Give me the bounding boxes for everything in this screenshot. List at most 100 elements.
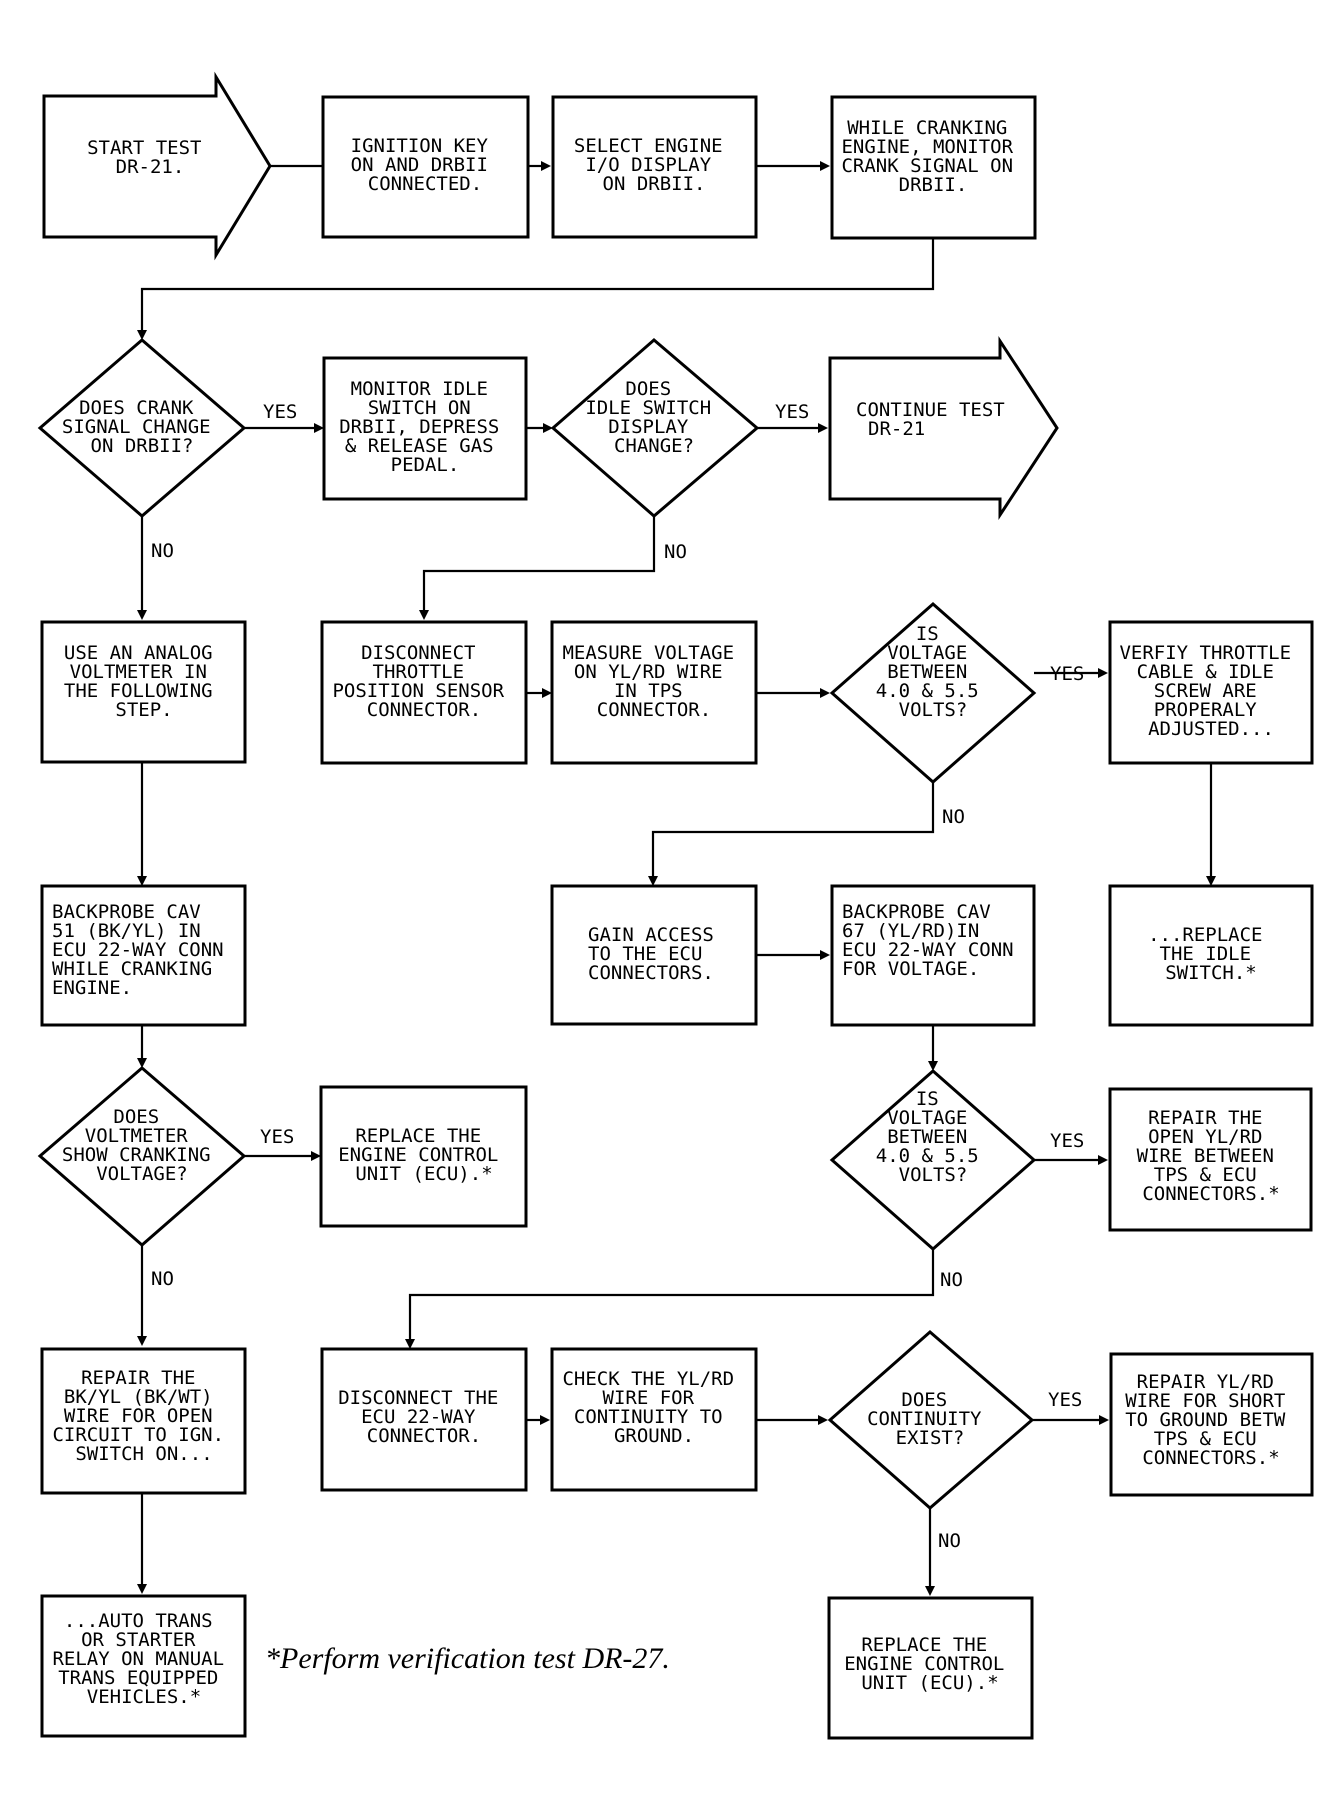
edge-label-voltmeter-no: NO [151, 1268, 174, 1290]
node-text: START TEST DR-21. IGNITION KEY ON AND DR… [52, 117, 1302, 1708]
check-continuity-box [550, 1347, 758, 1492]
repair-bkyl-box [40, 1347, 247, 1495]
edge-label-continuity-yes: YES [1048, 1389, 1082, 1411]
arrowhead [137, 1336, 147, 1346]
ignition-key-text: IGNITION KEY ON AND DRBII CONNECTED. [351, 135, 500, 195]
arrowhead [820, 688, 830, 698]
arrowhead [137, 330, 147, 340]
continuity-decision [827, 1330, 1035, 1510]
arrowhead [542, 688, 552, 698]
arrowhead [137, 610, 147, 620]
edge-label-crank-no: NO [151, 540, 174, 562]
voltage-decision-1 [829, 602, 1037, 784]
disconnect-ecu-text: DISCONNECT THE ECU 22-WAY CONNECTOR. [338, 1387, 510, 1447]
backprobe-51-text: BACKPROBE CAV 51 (BK/YL) IN ECU 22-WAY C… [52, 901, 235, 999]
voltmeter-decision [37, 1066, 247, 1247]
edge-cranking-to-q-crank [140, 238, 935, 330]
auto-trans-box [40, 1594, 247, 1738]
verify-throttle-text: VERFIY THROTTLE CABLE & IDLE SCREW ARE P… [1119, 642, 1302, 740]
idle-switch-text: DOES IDLE SWITCH DISPLAY CHANGE? [585, 378, 722, 457]
arrowhead [818, 1415, 828, 1425]
select-engine-text: SELECT ENGINE I/O DISPLAY ON DRBII. [574, 135, 734, 195]
edge-label-voltage2-no: NO [940, 1269, 963, 1291]
backprobe-67-box [830, 884, 1036, 1027]
disconnect-ecu-box [320, 1347, 528, 1492]
verification-footnote: *Perform verification test DR-27. [265, 1642, 670, 1675]
arrowhead [1098, 668, 1108, 678]
edge-label-continuity-no: NO [938, 1530, 961, 1552]
disconnect-tps-box [320, 620, 528, 765]
measure-voltage-text: MEASURE VOLTAGE ON YL/RD WIRE IN TPS CON… [562, 642, 745, 721]
while-cranking-box [830, 95, 1037, 240]
replace-ecu-2-text: REPLACE THE ENGINE CONTROL UNIT (ECU).* [844, 1634, 1016, 1694]
continue-test-text: CONTINUE TEST DR-21 [856, 399, 1016, 440]
arrowhead [419, 610, 429, 620]
edge-label-voltmeter-yes: YES [260, 1126, 294, 1148]
voltmeter-decision-text: DOES VOLTMETER SHOW CRANKING VOLTAGE? [62, 1106, 222, 1185]
ignition-key-box [321, 95, 530, 239]
shapes [37, 71, 1314, 1740]
edge-label-voltage1-yes: YES [1050, 663, 1084, 685]
crank-signal-text: DOES CRANK SIGNAL CHANGE ON DRBII? [62, 397, 222, 457]
monitor-idle-box [322, 356, 528, 501]
repair-open-text: REPAIR THE OPEN YL/RD WIRE BETWEEN TPS &… [1137, 1107, 1286, 1205]
arrowhead [137, 876, 147, 886]
voltage-decision-2-text: IS VOLTAGE BETWEEN 4.0 & 5.5 VOLTS? [876, 1088, 990, 1186]
arrowhead [1099, 1415, 1109, 1425]
arrowhead [820, 161, 830, 171]
edge-label-voltage2-yes: YES [1050, 1130, 1084, 1152]
arrowhead [311, 1151, 321, 1161]
arrowhead [405, 1339, 415, 1349]
replace-ecu-box-2 [827, 1596, 1034, 1740]
connectors [137, 161, 1216, 1596]
replace-ecu-1-text: REPLACE THE ENGINE CONTROL UNIT (ECU).* [338, 1125, 510, 1185]
replace-ecu-box-1 [319, 1085, 528, 1228]
gain-access-text: GAIN ACCESS TO THE ECU CONNECTORS. [588, 924, 725, 984]
arrowhead [1206, 876, 1216, 886]
continue-test-arrow [828, 335, 1059, 521]
verify-throttle-box [1108, 620, 1314, 765]
repair-short-box [1109, 1352, 1314, 1497]
select-engine-box [551, 95, 758, 239]
measure-voltage-box [550, 620, 758, 765]
edge-label-crank-yes: YES [263, 401, 297, 423]
repair-open-box [1108, 1087, 1313, 1232]
start-test-text: START TEST DR-21. [87, 137, 213, 178]
replace-idle-text: ...REPLACE THE IDLE SWITCH.* [1148, 924, 1274, 984]
auto-trans-text: ...AUTO TRANS OR STARTER RELAY ON MANUAL… [52, 1610, 235, 1708]
arrowhead [540, 1415, 550, 1425]
arrowhead [137, 1584, 147, 1594]
arrowhead [925, 1586, 935, 1596]
edge-labels: YES NO YES NO YES NO YES NO YES NO YES N… [151, 401, 1084, 1552]
edge-q-idle-no [422, 516, 656, 610]
analog-voltmeter-text: USE AN ANALOG VOLTMETER IN THE FOLLOWING… [64, 642, 224, 721]
idle-switch-decision [550, 338, 760, 518]
while-cranking-text: WHILE CRANKING ENGINE, MONITOR CRANK SIG… [841, 117, 1024, 196]
analog-voltmeter-box [40, 620, 247, 764]
crank-signal-decision [37, 338, 247, 518]
gain-access-box [550, 884, 758, 1026]
arrowhead [314, 423, 324, 433]
arrowhead [541, 161, 551, 171]
start-test-arrow [42, 71, 272, 261]
backprobe-51-box [40, 884, 247, 1027]
edge-q-voltage2-no [408, 1249, 935, 1339]
disconnect-tps-text: DISCONNECT THROTTLE POSITION SENSOR CONN… [332, 642, 515, 721]
arrowhead [648, 876, 658, 886]
repair-short-text: REPAIR YL/RD WIRE FOR SHORT TO GROUND BE… [1125, 1371, 1297, 1469]
voltage-decision-1-text: IS VOLTAGE BETWEEN 4.0 & 5.5 VOLTS? [876, 623, 990, 721]
monitor-idle-text: MONITOR IDLE SWITCH ON DRBII, DEPRESS & … [339, 378, 511, 476]
arrowhead [543, 423, 553, 433]
check-continuity-text: CHECK THE YL/RD WIRE FOR CONTINUITY TO G… [562, 1368, 745, 1447]
arrowhead [820, 950, 830, 960]
edge-q-voltage1-no [651, 782, 935, 876]
arrowhead [1098, 1155, 1108, 1165]
edge-label-idle-no: NO [664, 541, 687, 563]
arrowhead [818, 423, 828, 433]
repair-bkyl-text: REPAIR THE BK/YL (BK/WT) WIRE FOR OPEN C… [52, 1367, 235, 1465]
replace-idle-box [1108, 884, 1314, 1027]
edge-label-voltage1-no: NO [942, 806, 965, 828]
arrowhead [137, 1058, 147, 1068]
voltage-decision-2 [829, 1069, 1037, 1251]
